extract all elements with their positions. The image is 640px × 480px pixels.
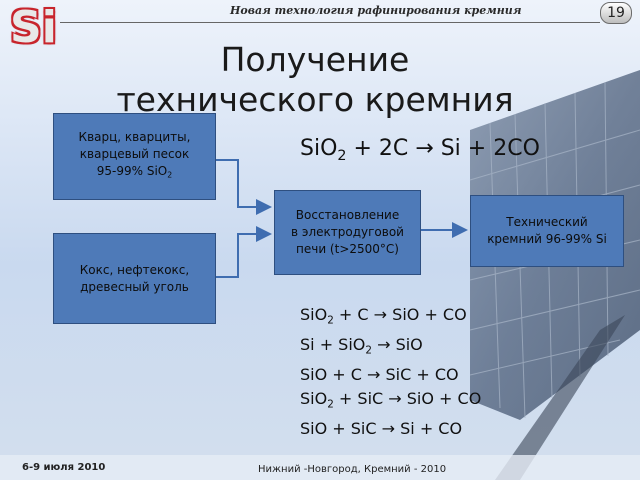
reaction-line: SiO2 + C → SiO + CO <box>300 303 481 333</box>
box-reduction-process: Восстановление в электродуговой печи (t>… <box>274 190 421 275</box>
footer-date: 6-9 июля 2010 <box>22 462 106 473</box>
reaction-text: SiO <box>300 305 328 324</box>
reaction-line: SiO + C → SiC + CO <box>300 363 481 387</box>
reaction-sub: 2 <box>327 398 334 411</box>
reaction-sub: 2 <box>327 314 334 327</box>
header-title: Новая технология рафинирования кремния <box>230 4 522 17</box>
slide-number-badge: 19 <box>600 2 632 24</box>
quartz-subscript: 2 <box>167 170 173 180</box>
main-eq-part-b: + 2C → Si + 2CO <box>346 136 540 161</box>
reduction-line-3: печи (t>2500°C) <box>296 242 399 256</box>
reaction-text: → SiO <box>372 335 423 355</box>
reaction-line: Si + SiO2 → SiO <box>300 333 481 363</box>
quartz-line-1: Кварц, кварциты, <box>78 130 191 145</box>
box-quartz-raw-material: Кварц, кварциты, кварцевый песок 95-99% … <box>53 113 216 200</box>
reaction-text: + SiC → SiO + CO <box>333 388 482 408</box>
reaction-text: + C → SiO + CO <box>333 305 467 324</box>
coke-line-1: Кокс, нефтекокс, <box>79 262 190 277</box>
footer-place: Нижний -Новгород, Кремний - 2010 <box>258 464 447 475</box>
reaction-text: SiO + SiC → Si + CO <box>300 418 463 438</box>
box-coke-raw-material: Кокс, нефтекокс, древесный уголь <box>53 233 216 324</box>
coke-line-2: древесный уголь <box>80 279 189 294</box>
reaction-line: SiO2 + SiC → SiO + CO <box>300 387 481 417</box>
quartz-purity: 95-99% SiO <box>96 164 168 179</box>
reaction-text: SiO <box>300 388 328 408</box>
header-divider <box>60 22 600 23</box>
quartz-line-3: 95-99% SiO2 <box>96 164 173 180</box>
quartz-line-2: кварцевый песок <box>79 147 190 162</box>
technical-line-1: Технический <box>506 215 588 229</box>
technical-line-2: кремний 96-99% Si <box>487 232 607 246</box>
main-eq-sub: 2 <box>337 148 347 164</box>
page-title: Получение технического кремния <box>116 40 514 119</box>
arrow-coke-to-reduction <box>216 226 272 278</box>
main-eq-part-a: SiO <box>300 136 338 161</box>
reduction-line-2: в электродуговой <box>291 225 404 239</box>
box-technical-silicon: Технический кремний 96-99% Si <box>470 195 624 267</box>
reaction-sub: 2 <box>365 344 372 357</box>
arrow-quartz-to-reduction <box>216 159 272 215</box>
main-equation: SiO2 + 2C → Si + 2CO <box>300 136 540 164</box>
reaction-list: SiO2 + C → SiO + CO Si + SiO2 → SiO SiO … <box>300 303 481 440</box>
reaction-text: Si + SiO <box>300 335 366 355</box>
reduction-line-1: Восстановление <box>295 208 400 222</box>
reaction-line: SiO + SiC → Si + CO <box>300 417 481 441</box>
si-logo: Si <box>10 2 57 53</box>
reaction-text: SiO + C → SiC + CO <box>300 365 459 385</box>
